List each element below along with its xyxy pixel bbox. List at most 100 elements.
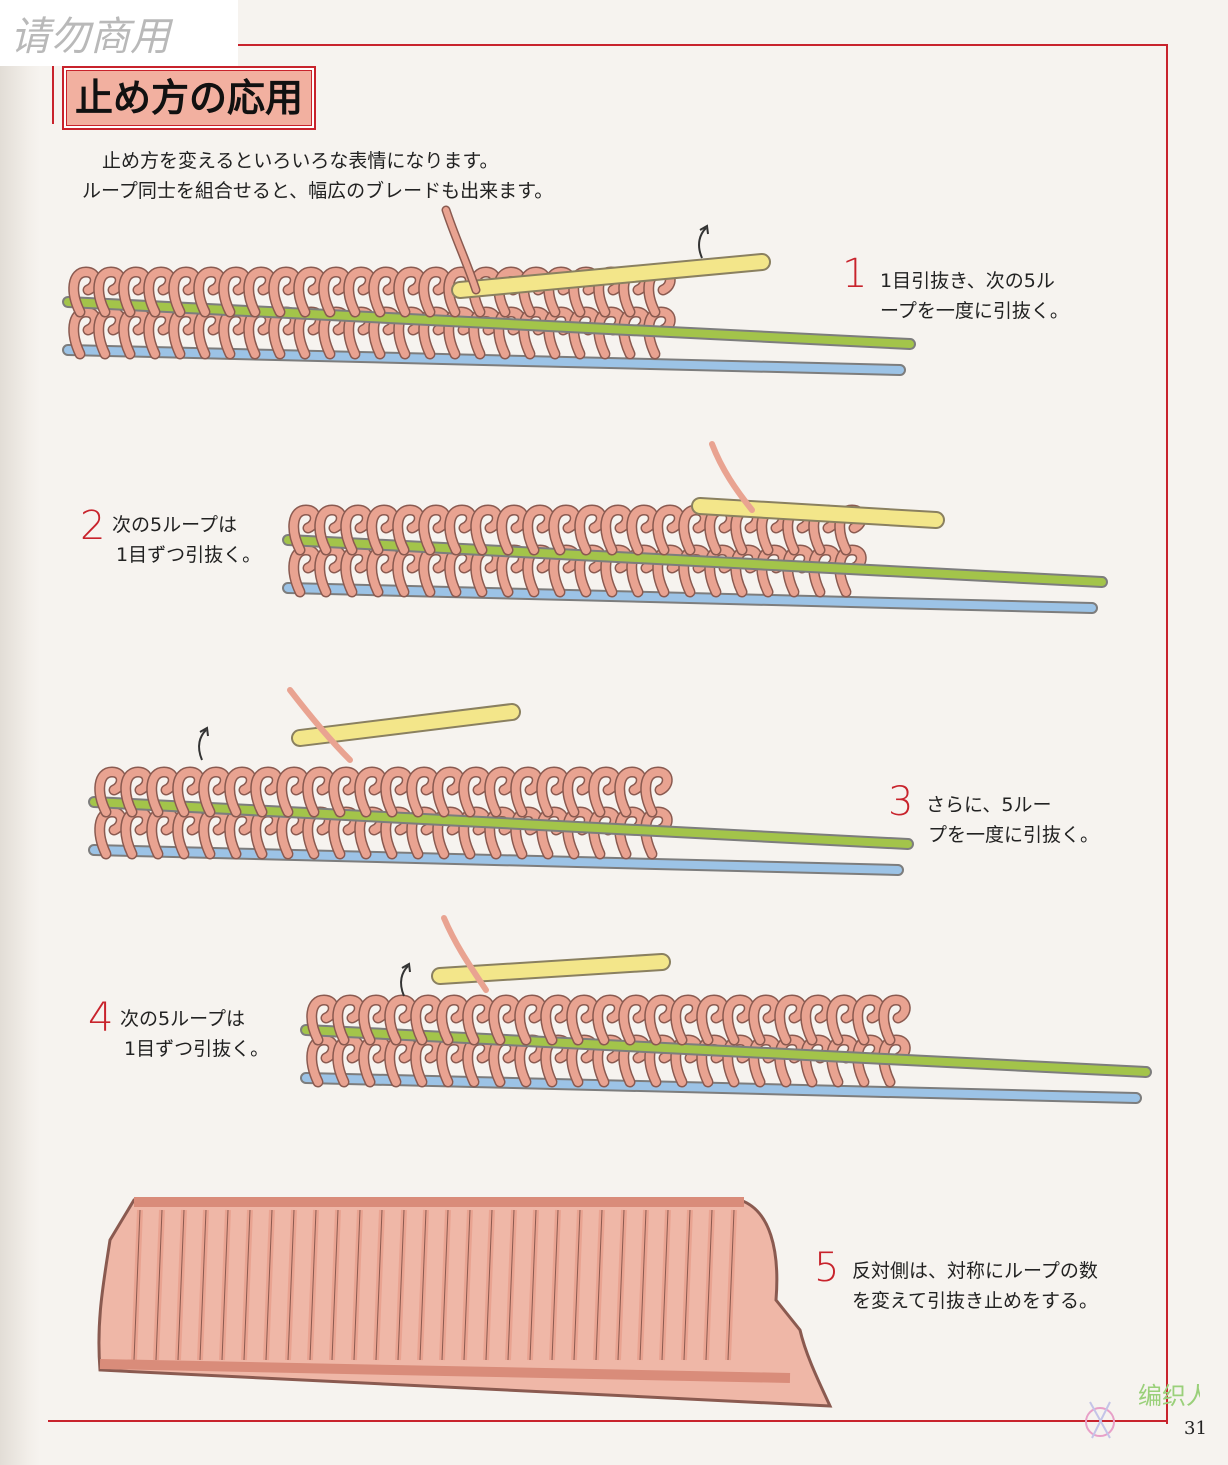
yarn-loop xyxy=(619,995,650,1044)
step-3-text: さらに、5ルー プを一度に引抜く。 xyxy=(926,790,1099,850)
yarn-loop xyxy=(95,807,126,858)
step-1-line-2: ープを一度に引抜く。 xyxy=(880,300,1069,322)
yarn-loop xyxy=(723,995,754,1044)
braid-strand-outline xyxy=(727,1209,735,1361)
step-2-number: 2 xyxy=(80,503,106,549)
yarn-loop xyxy=(359,995,390,1044)
step-3-line-2: プを一度に引抜く。 xyxy=(928,824,1100,846)
yarn-loop xyxy=(749,995,780,1044)
yarn-loop xyxy=(329,767,360,816)
braid-strand-outline xyxy=(221,1209,229,1361)
yarn-loop xyxy=(537,767,568,816)
yarn-loop xyxy=(485,767,516,816)
step-1-text: 1目引抜き、次の5ル ープを一度に引抜く。 xyxy=(880,266,1069,326)
yarn-loop xyxy=(853,995,884,1044)
braid-strand-outline xyxy=(551,1209,559,1361)
braid-strand-outline xyxy=(683,1209,691,1361)
yarn-loop xyxy=(433,767,464,816)
arrow-head xyxy=(401,962,411,973)
step-5-number: 5 xyxy=(814,1245,840,1291)
step-1-illustration xyxy=(62,205,916,376)
yarn-loop xyxy=(225,767,256,816)
braid-strand-outline xyxy=(309,1209,317,1361)
braid-strand-outline xyxy=(705,1209,713,1361)
yarn-loop xyxy=(381,767,412,816)
page-frame-left xyxy=(52,44,54,124)
yarn-loop xyxy=(697,995,728,1044)
yarn-loop xyxy=(341,505,372,554)
braid-strand-outline xyxy=(155,1209,163,1361)
braid-strand-outline xyxy=(485,1209,493,1361)
yarn-loop xyxy=(303,767,334,816)
yarn-loop xyxy=(411,995,442,1044)
yarn-loop xyxy=(315,545,346,596)
logo: 编织人生 xyxy=(1085,1382,1200,1439)
braid-strand-outline xyxy=(595,1209,603,1361)
working-yarn xyxy=(441,915,489,993)
yarn-loop xyxy=(341,545,372,596)
knitting-needle-blue xyxy=(90,846,902,874)
page-title: 止め方の応用 xyxy=(66,70,313,126)
yarn-loop xyxy=(307,995,338,1044)
yarn-loop xyxy=(497,505,528,554)
braid-strand-outline xyxy=(265,1209,273,1361)
step-1-line-1: 1目引抜き、次の5ル xyxy=(880,270,1055,292)
yarn-loop xyxy=(879,995,910,1044)
step-5-line-2: を変えて引抜き止めをする。 xyxy=(852,1290,1099,1312)
yarn-loop xyxy=(199,767,230,816)
yarn-loop xyxy=(333,1035,364,1086)
step-5-line-1: 反対側は、対称にループの数 xyxy=(852,1260,1098,1282)
crochet-hook-icon xyxy=(693,499,943,527)
yarn-loop xyxy=(627,505,658,554)
yarn-loop xyxy=(95,767,126,816)
yarn-loop xyxy=(173,767,204,816)
yarn-loop xyxy=(419,505,450,554)
working-yarn xyxy=(287,687,353,763)
braid-strand-outline xyxy=(287,1209,295,1361)
yarn-loop xyxy=(277,767,308,816)
yarn-loop xyxy=(307,1035,338,1086)
braid-strand-outline xyxy=(507,1209,515,1361)
page-frame xyxy=(52,44,1168,1424)
book-spine-shadow xyxy=(0,0,40,1465)
yarn-loop xyxy=(827,995,858,1044)
step-2-text: 次の5ループは 1目ずつ引抜く。 xyxy=(112,510,261,570)
yarn-loop xyxy=(407,767,438,816)
yarn-loop xyxy=(653,505,684,554)
yarn-loop xyxy=(445,505,476,554)
braid-strand-outline xyxy=(353,1209,361,1361)
step-1-number: 1 xyxy=(842,251,868,297)
braid-strand-outline xyxy=(661,1209,669,1361)
crochet-hook-icon xyxy=(293,705,519,745)
page-number: 31 xyxy=(1184,1418,1207,1439)
braid-strand-outline xyxy=(199,1209,207,1361)
step-4-line-1: 次の5ループは xyxy=(120,1008,245,1030)
braid-strand-outline xyxy=(397,1209,405,1361)
braid-strand-outline xyxy=(133,1209,141,1361)
braid-strand-outline xyxy=(639,1209,647,1361)
step-3-number: 3 xyxy=(888,779,914,825)
braid-strand-outline xyxy=(419,1209,427,1361)
step-4-illustration xyxy=(300,915,1152,1104)
yarn-loop xyxy=(549,505,580,554)
step-3-illustration xyxy=(88,687,914,876)
yarn-loop xyxy=(147,807,178,858)
arrow-head xyxy=(699,224,709,235)
braid-strand-outline xyxy=(243,1209,251,1361)
logo-text: 编织人生 xyxy=(1138,1382,1200,1410)
yarn-loop xyxy=(593,995,624,1044)
step-4-text: 次の5ループは 1目ずつ引抜く。 xyxy=(120,1004,269,1064)
yarn-loop xyxy=(385,995,416,1044)
yarn-loop xyxy=(289,545,320,596)
yarn-loop xyxy=(589,767,620,816)
yarn-loop xyxy=(601,505,632,554)
step-3-line-1: さらに、5ルー xyxy=(926,794,1052,816)
yarn-loop xyxy=(333,995,364,1044)
arrow-head xyxy=(199,726,209,737)
braid-bottom-edge xyxy=(99,1359,791,1383)
title-box: 止め方の応用 xyxy=(62,66,317,130)
yarn-loop xyxy=(615,767,646,816)
yarn-loop xyxy=(511,767,542,816)
yarn-loop xyxy=(315,505,346,554)
